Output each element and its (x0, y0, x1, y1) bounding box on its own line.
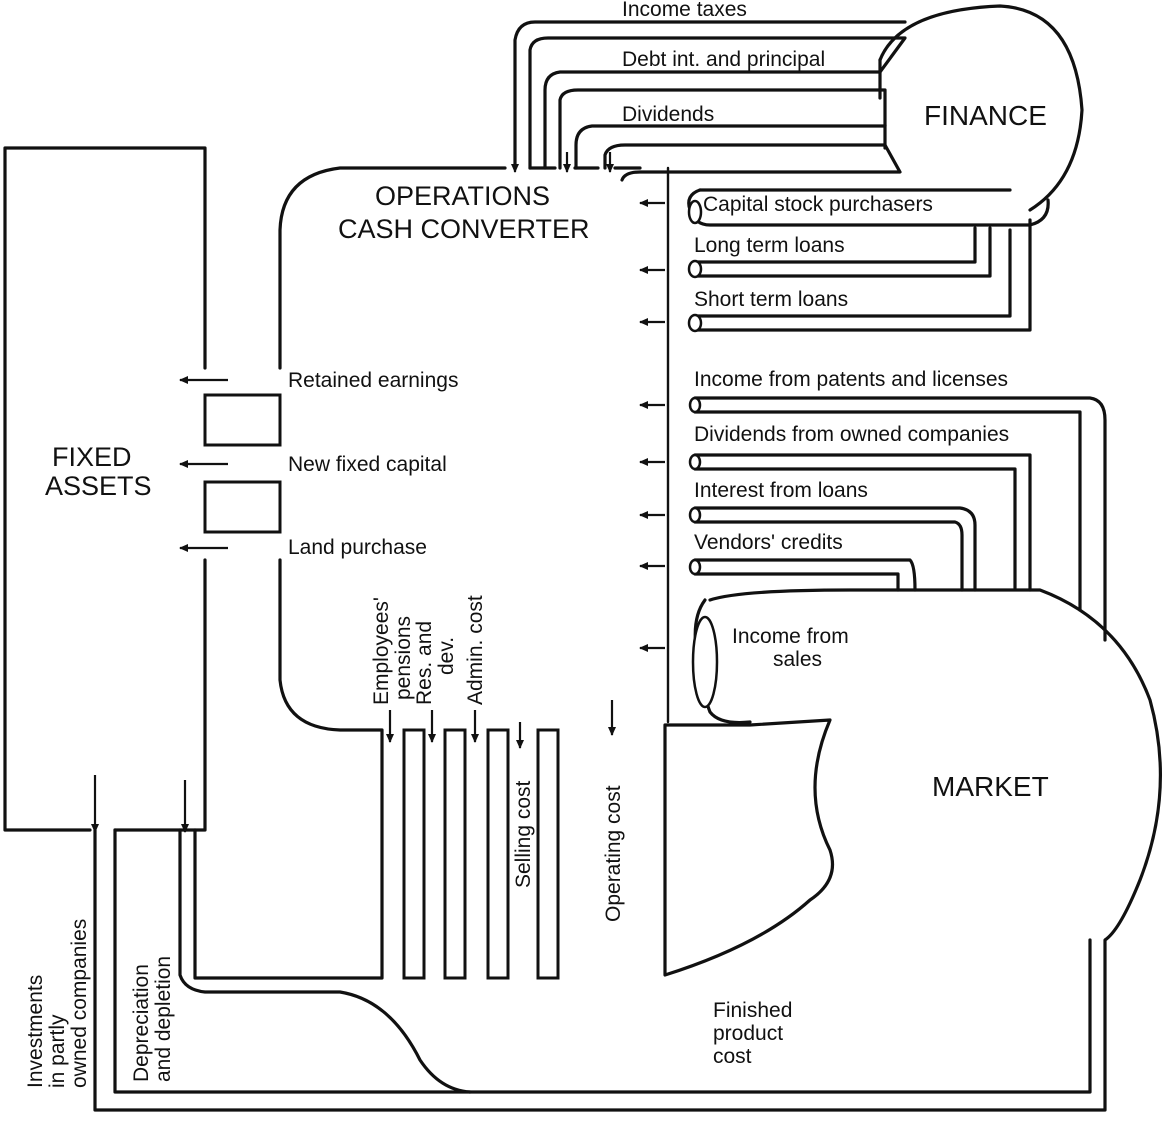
fixed-assets-label-2: ASSETS (45, 471, 152, 501)
retained-earnings-label: Retained earnings (288, 369, 458, 392)
new-fixed-capital-label: New fixed capital (288, 453, 447, 476)
investments-label-2: in partly (46, 1014, 69, 1088)
labels: FINANCE MARKET FIXED ASSETS OPERATIONS C… (24, 0, 1049, 1088)
land-purchase-label: Land purchase (288, 536, 427, 559)
income-taxes-label: Income taxes (622, 0, 747, 21)
market-label: MARKET (932, 771, 1049, 802)
depreciation-label-1: Depreciation (130, 964, 153, 1082)
finance-inflow-pipes (687, 188, 1050, 333)
pensions-tube (402, 728, 426, 980)
interest-loans-label: Interest from loans (694, 479, 868, 502)
finished-label-1: Finished (713, 999, 792, 1022)
flow-arrows (91, 152, 665, 833)
dividends-label: Dividends (622, 103, 714, 126)
fixed-assets-label-1: FIXED (52, 442, 132, 472)
selling-cost-label: Selling cost (512, 780, 535, 888)
debt-label: Debt int. and principal (622, 48, 825, 71)
sales-label-2: sales (773, 648, 822, 671)
owned-dividends-label: Dividends from owned companies (694, 423, 1009, 446)
fixed-assets-block (3, 146, 282, 832)
operating-cost-label: Operating cost (602, 785, 625, 922)
finished-label-2: product (713, 1022, 783, 1045)
market-inflow-pipes (688, 396, 1107, 642)
rnd-label-2: dev. (435, 637, 458, 675)
short-term-loans-label: Short term loans (694, 288, 848, 311)
finance-block (513, 4, 1084, 212)
converter-label-1: OPERATIONS (375, 181, 550, 211)
finance-label: FINANCE (924, 100, 1047, 131)
sales-label-1: Income from (732, 625, 849, 648)
investments-label-3: owned companies (68, 919, 91, 1088)
patents-label: Income from patents and licenses (694, 368, 1008, 391)
rnd-tube (443, 728, 467, 980)
converter-label-2: CASH CONVERTER (338, 214, 590, 244)
admin-tube (486, 728, 510, 980)
operations-cash-converter-block (193, 166, 670, 980)
connector-box-1 (203, 393, 282, 447)
connector-box-2 (203, 480, 282, 534)
vendors-credits-label: Vendors' credits (694, 531, 843, 554)
finished-label-3: cost (713, 1045, 752, 1068)
capital-stock-label: Capital stock purchasers (703, 193, 933, 216)
investments-label-1: Investments (24, 975, 47, 1088)
market-block (93, 588, 1163, 1112)
pensions-label-1: Employees' (370, 597, 393, 705)
pensions-label-2: pensions (392, 616, 415, 700)
rnd-label-1: Res. and (413, 621, 436, 705)
long-term-loans-label: Long term loans (694, 234, 845, 257)
admin-cost-label: Admin. cost (464, 595, 487, 705)
depreciation-label-2: and depletion (152, 956, 175, 1082)
selling-tube (536, 728, 560, 980)
